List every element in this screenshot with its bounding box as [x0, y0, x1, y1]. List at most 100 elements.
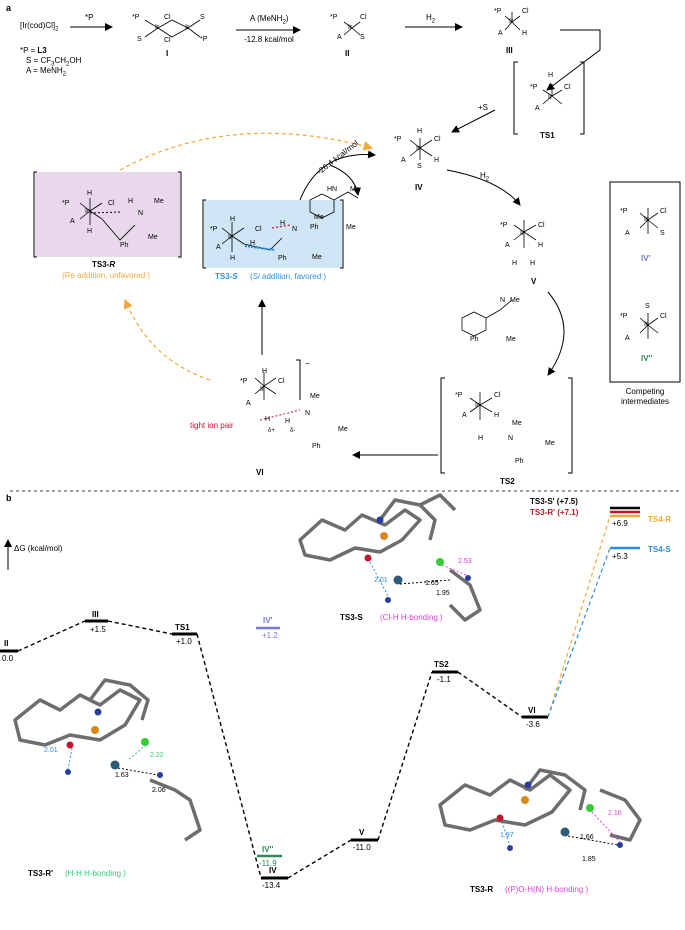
atom-label: Me [314, 214, 324, 221]
label-VI: VI [256, 468, 264, 477]
atom-label: *P [620, 208, 628, 215]
label-IVp: IV' [641, 254, 651, 263]
atom-spheres [65, 516, 623, 851]
structure-bonds [79, 12, 659, 420]
dist: 2.01 [374, 577, 388, 584]
atom-label: N [305, 410, 311, 417]
atom-label: *P [455, 392, 463, 399]
dist: 1.65 [425, 580, 439, 587]
atom-label: *P [394, 136, 402, 143]
vi-bracket [296, 359, 301, 400]
atom-label: Cl [360, 14, 367, 21]
energy-levels [0, 619, 548, 880]
label-II: II [345, 49, 350, 58]
ts2-brackets [440, 377, 573, 474]
atom-label: Cl [255, 226, 262, 233]
level-name: II [4, 639, 9, 648]
atom-label: *P [200, 36, 208, 43]
atom-label: Ir [644, 321, 649, 328]
ts4s-label: TS4-S [648, 545, 671, 554]
dist: 2.06 [152, 787, 166, 794]
competing-label: Competing intermediates [620, 387, 670, 406]
atom-label: A [625, 230, 630, 237]
atom-label: Cl [164, 14, 171, 21]
level-name: IV'' [262, 845, 274, 854]
atom-label: HN [327, 186, 338, 193]
atom-label: H [494, 412, 500, 419]
atom-label: Ir [260, 386, 265, 393]
competing-box [609, 181, 681, 383]
level-value: -1.1 [437, 675, 451, 684]
level-value: -11.9 [259, 859, 277, 868]
atom-label: H [285, 418, 291, 425]
atom-label: Me [545, 440, 555, 447]
atom-label: A [535, 105, 540, 112]
atom-label: Ph [470, 336, 479, 343]
label-III: III [506, 46, 513, 55]
atom-label: Ir [228, 234, 233, 241]
atom-label: A [401, 157, 406, 164]
atom-label: A [625, 335, 630, 342]
dist: 1.85 [582, 856, 596, 863]
atom-label: S [417, 163, 422, 170]
atom-label: S [360, 34, 365, 41]
atom-label: Ph [312, 443, 321, 450]
atom-label: Ir [509, 18, 514, 25]
dist: 1.95 [436, 590, 450, 597]
level-name: IV [269, 866, 277, 875]
arrow3-label: H2 [426, 13, 436, 25]
arrow-V-TS2 [547, 291, 565, 376]
dist: 2.16 [608, 810, 622, 817]
atom-label: Ph [120, 242, 129, 249]
label-V: V [531, 277, 537, 286]
level-name: VI [528, 706, 536, 715]
label-I: I [166, 49, 169, 58]
atom-label: H [128, 198, 134, 205]
atom-label: S [200, 14, 205, 21]
atom-label: *P [530, 84, 538, 91]
atom-label: H [522, 30, 528, 37]
atom-label: Ir [348, 24, 353, 31]
atom-label: Ir [155, 24, 160, 31]
start-complex: [Ir(cod)Cl]2 [20, 21, 59, 33]
atom-label: Me [346, 224, 356, 231]
atom-label: Cl [278, 378, 285, 385]
atom-label: H [265, 416, 271, 423]
atom-label: Me [312, 254, 322, 261]
atom-label: H [548, 72, 554, 79]
ts3r-label: TS3-R [92, 260, 116, 269]
atom-label: *P [330, 14, 338, 21]
atom-label: H [280, 220, 286, 227]
tight-ion-pair: tight ion pair [190, 421, 234, 430]
level-name: IV' [263, 616, 273, 625]
atom-label: A [462, 412, 467, 419]
atom-label: Cl [164, 37, 171, 44]
level-name: TS1 [175, 623, 190, 632]
ts3r-box [35, 172, 180, 257]
atom-label: A [70, 218, 75, 225]
atom-label: A [498, 30, 503, 37]
atom-label: H [434, 157, 440, 164]
atom-label: N [138, 210, 144, 217]
atom-label: S [660, 230, 665, 237]
dist: 1.66 [580, 834, 594, 841]
legend-a: A = MeNH2 [26, 66, 67, 78]
panel-a-label: a [6, 3, 12, 13]
ts3s-label: TS3-S [215, 272, 238, 281]
atom-label: Cl [434, 136, 441, 143]
dist: 1.63 [115, 772, 129, 779]
plus-s: +S [478, 103, 489, 112]
level-value: 0.0 [2, 654, 14, 663]
atom-label: H [478, 435, 484, 442]
molecule-sketches [13, 493, 642, 842]
atom-label: *P [500, 222, 508, 229]
arrow-TS3S-IV [299, 150, 376, 201]
label-TS1: TS1 [540, 131, 555, 140]
atom-label: Ph [310, 224, 319, 231]
ts3s-prime: TS3-S' (+7.5) [530, 497, 578, 506]
ts3r-note: (Re addition, unfavored ) [62, 271, 151, 280]
dist: 1.97 [500, 832, 514, 839]
ts1-brackets [513, 61, 585, 135]
